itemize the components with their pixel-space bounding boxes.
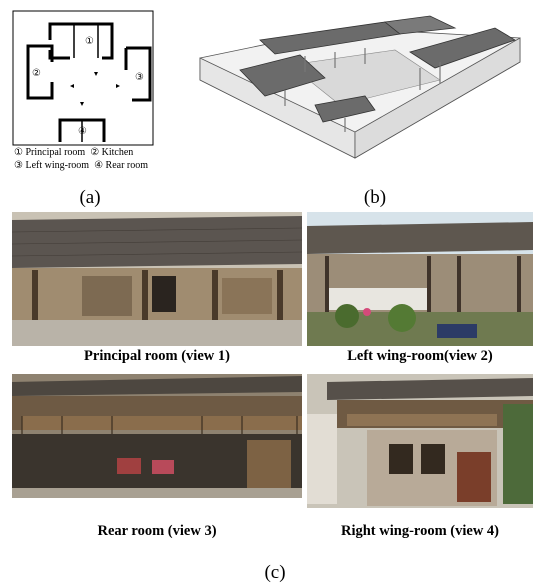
room-number-3: ③: [135, 72, 144, 83]
legend-principal-room: ① Principal room: [14, 147, 86, 158]
caption-rear-room: Rear room (view 3): [97, 523, 217, 539]
caption-right-wing-room: Right wing-room (view 4): [340, 523, 499, 539]
legend-rear-room: ④ Rear room: [94, 159, 149, 171]
room-number-2: ②: [32, 68, 41, 79]
photo-principal-room: [12, 212, 302, 346]
room-number-4: ④: [78, 126, 87, 137]
legend-left-wing-room: ③ Left wing-room: [14, 159, 90, 171]
plan-legend: ① Principal room ② Kitchen ③ Left wing-r…: [14, 147, 148, 172]
caption-left-wing-room: Left wing-room(view 2): [347, 348, 493, 364]
courtyard-3d-model: [195, 10, 525, 170]
panel-label-b: (b): [363, 187, 387, 208]
room-number-1: ①: [85, 36, 94, 47]
caption-principal-room: Principal room (view 1): [84, 348, 230, 364]
photo-rear-room: [12, 374, 302, 498]
floor-plan: ① ② ③ ④: [12, 10, 154, 146]
panel-label-a: (a): [79, 187, 101, 208]
panel-label-c: (c): [264, 562, 286, 583]
photo-left-wing-room: [307, 212, 533, 346]
legend-kitchen: ② Kitchen: [90, 147, 134, 158]
photo-right-wing-room: [307, 374, 533, 508]
